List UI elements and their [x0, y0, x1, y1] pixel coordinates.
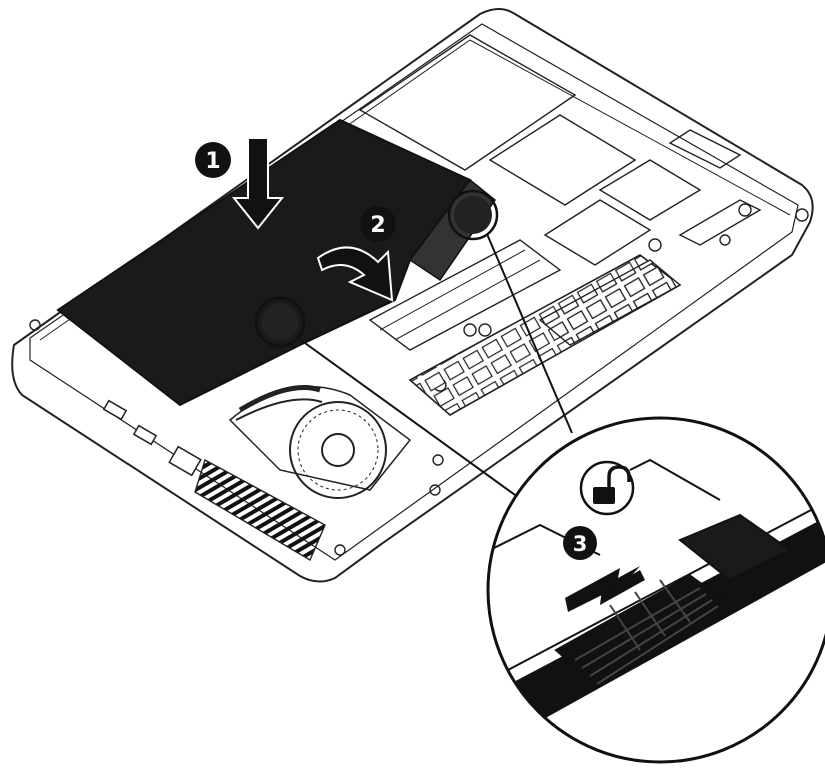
step2-badge: 2: [360, 206, 396, 242]
air-vent: [194, 458, 326, 562]
side-ports: [102, 399, 202, 477]
internal-components: [29, 34, 809, 556]
zoom-detail: [486, 416, 825, 764]
step2-arrow: [316, 246, 394, 302]
memory-module: [408, 254, 682, 416]
zoom-leader-lines: [297, 233, 573, 501]
step1-badge: 1: [195, 142, 231, 178]
latch-callout-right: [447, 189, 499, 241]
step3-badge: 3: [563, 526, 597, 560]
battery-slot: [678, 513, 792, 582]
step1-arrow: [231, 137, 285, 230]
cooling-fan: [228, 385, 412, 499]
step1-label: 1: [205, 149, 220, 174]
step3-label: 3: [573, 532, 588, 556]
step2-label: 2: [370, 213, 385, 238]
battery-release-latch: [554, 574, 726, 686]
unlock-icon: [579, 460, 635, 516]
laptop-base: [11, 8, 814, 583]
